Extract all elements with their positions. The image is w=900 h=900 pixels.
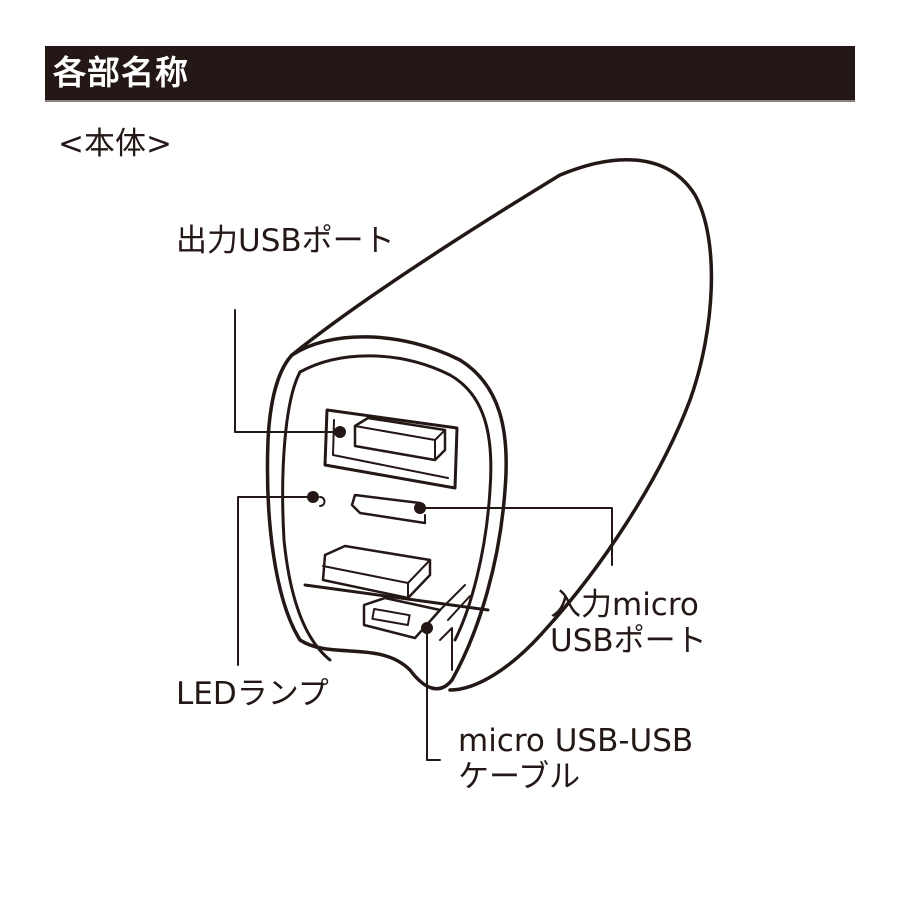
output-usb-tongue — [353, 416, 447, 462]
output-usb-port-recess — [323, 408, 459, 490]
section-header: 各部名称 — [45, 46, 855, 102]
leader-cable — [421, 622, 441, 761]
front-face-outer-rim — [265, 335, 508, 691]
subtitle-main-body: <本体> — [58, 126, 172, 162]
micro-usb-input-port — [350, 493, 427, 525]
leader-output-usb — [234, 309, 346, 438]
leader-micro-input — [414, 502, 613, 566]
leader-led — [237, 491, 319, 666]
section-title: 各部名称 — [53, 53, 189, 92]
label-micro-usb-cable: micro USB-USB ケーブル — [458, 723, 694, 795]
cable-usb-plug — [321, 544, 432, 600]
label-input-micro-usb-port: 入力micro USBポート — [550, 587, 707, 659]
front-face-inner-rim — [298, 354, 493, 642]
front-face-inner-rim-left — [281, 370, 332, 662]
led-lamp-indicator — [319, 496, 326, 507]
label-led-lamp: LEDランプ — [176, 676, 329, 712]
label-output-usb-port: 出力USBポート — [176, 223, 395, 259]
cable-storage-slot — [303, 583, 490, 612]
